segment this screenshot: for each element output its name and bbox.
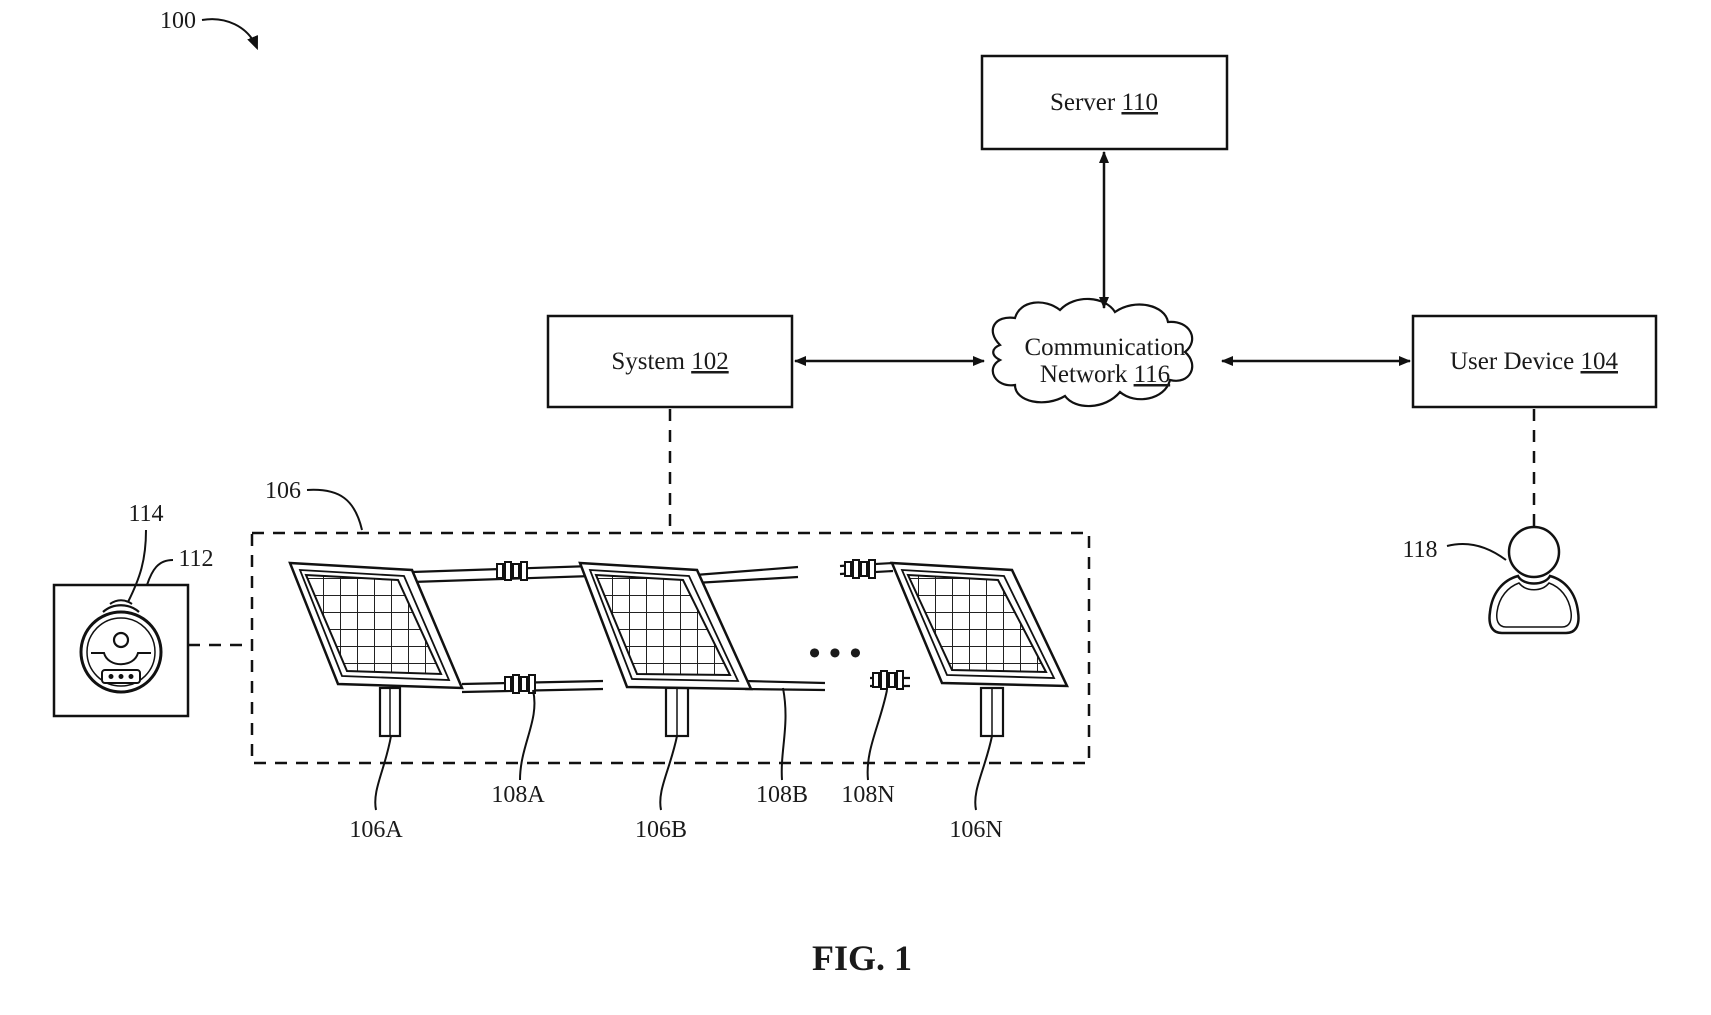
panel-label-106b: 106B bbox=[635, 817, 687, 843]
user-leader bbox=[1447, 544, 1506, 560]
meter-housing-ref-label: 112 bbox=[178, 546, 213, 572]
connector-label-108a: 108A bbox=[491, 782, 545, 808]
solar-panel-106a bbox=[290, 563, 462, 736]
figure-ref-arrow bbox=[202, 19, 257, 48]
solar-array-leader bbox=[307, 490, 362, 530]
user-icon bbox=[1490, 527, 1579, 633]
network-cloud: Communication Network 116 bbox=[993, 299, 1192, 406]
network-label-line2: Network 116 bbox=[1040, 361, 1170, 388]
connector-108a-top bbox=[497, 562, 527, 580]
solar-array-ref-label: 106 bbox=[265, 478, 301, 504]
connector-label-108b: 108B bbox=[756, 782, 808, 808]
connector-108n-top bbox=[845, 560, 875, 578]
user-device-label: User Device 104 bbox=[1450, 348, 1619, 375]
network-label-line1: Communication bbox=[1024, 334, 1186, 361]
user-ref-label: 118 bbox=[1402, 537, 1437, 563]
solar-panel-106n bbox=[892, 563, 1067, 736]
connector-108n-bottom bbox=[873, 671, 903, 689]
figure-caption: FIG. 1 bbox=[812, 938, 912, 978]
panel-label-106n: 106N bbox=[949, 817, 1002, 843]
meter-device bbox=[54, 585, 188, 716]
meter-ref-label: 114 bbox=[128, 501, 163, 527]
meter-housing-leader bbox=[147, 560, 173, 585]
panels-ellipsis: • • • bbox=[809, 635, 862, 672]
panel-label-106a: 106A bbox=[349, 817, 403, 843]
system-label: System 102 bbox=[611, 348, 728, 375]
server-label: Server 110 bbox=[1050, 89, 1158, 116]
server-node: Server 110 bbox=[982, 56, 1227, 149]
connector-label-108n: 108N bbox=[841, 782, 894, 808]
user-device-node: User Device 104 bbox=[1413, 316, 1656, 407]
solar-panel-106b bbox=[580, 563, 751, 736]
figure-ref-label: 100 bbox=[160, 8, 196, 34]
connector-108a-bottom bbox=[505, 675, 535, 693]
system-node: System 102 bbox=[548, 316, 792, 407]
